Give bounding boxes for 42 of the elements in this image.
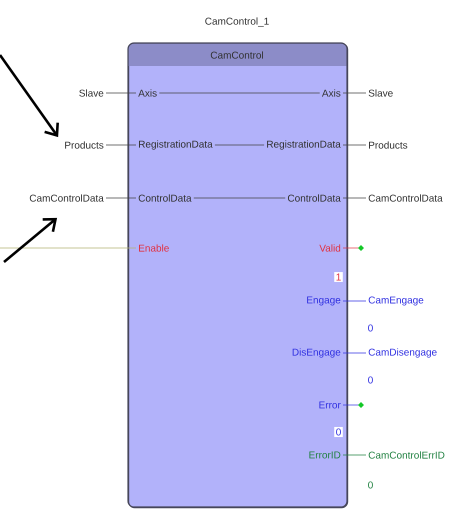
- connector-line: [106, 144, 136, 146]
- variable-label: Products: [369, 141, 408, 149]
- value-label: 1: [334, 272, 343, 282]
- connector-line: [342, 92, 366, 94]
- pin-label: Engage: [307, 296, 340, 306]
- pin-label: Axis: [322, 89, 340, 97]
- variable-label: Slave: [79, 89, 104, 97]
- connector-line: [342, 144, 366, 146]
- arrow: [3, 218, 58, 263]
- pin-label: Axis: [138, 89, 157, 97]
- variable-label: CamControlData: [368, 194, 443, 202]
- pin-label: ControlData: [138, 194, 192, 202]
- pin-label: Error: [319, 402, 341, 408]
- pin-label: ControlData: [288, 194, 341, 202]
- variable-label: CamControlData: [30, 194, 104, 202]
- connector-line: [158, 92, 320, 94]
- connector-line: [342, 402, 364, 408]
- pin-label: Enable: [139, 244, 169, 252]
- connector-line: [342, 454, 366, 456]
- connector-line: [342, 300, 366, 302]
- connector-line: [342, 245, 364, 251]
- variable-label: CamEngage: [368, 296, 424, 306]
- variable-label: Products: [65, 141, 104, 149]
- variable-label: CamControlErrID: [368, 451, 444, 459]
- connector-line: [106, 92, 136, 94]
- pin-label: RegistrationData: [139, 140, 213, 150]
- pin-label: RegistrationData: [267, 140, 341, 150]
- pin-label: ErrorID: [309, 452, 340, 458]
- value-label: 0: [368, 324, 373, 332]
- variable-label: CamDisengage: [368, 348, 437, 358]
- variable-label: Slave: [368, 89, 393, 97]
- arrow: [0, 54, 59, 138]
- value-label: 0: [368, 376, 373, 384]
- connector-line: [214, 144, 264, 146]
- connector-line: [342, 352, 366, 354]
- pin-label: DisEngage: [292, 348, 340, 358]
- value-label: 0: [334, 426, 343, 438]
- block-title: CamControl_1: [205, 17, 269, 27]
- pin-label: Valid: [319, 244, 340, 252]
- block-header: CamControl: [210, 51, 263, 59]
- function-block: [127, 42, 348, 508]
- value-label: 0: [368, 481, 373, 489]
